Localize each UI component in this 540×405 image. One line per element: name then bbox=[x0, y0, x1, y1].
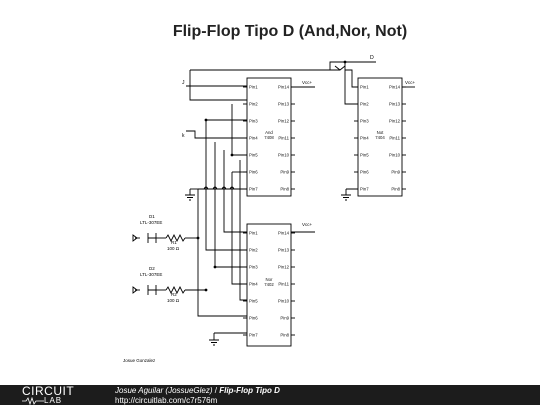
wiring bbox=[132, 61, 415, 346]
resistor-r2-value: 100 Ω bbox=[167, 298, 180, 303]
led-d2-part: LTL-307EE bbox=[140, 272, 162, 277]
not-chip-part: 7404 bbox=[375, 135, 385, 140]
not-chip-name: Not bbox=[377, 130, 384, 135]
input-j-label: J bbox=[182, 80, 185, 86]
and-chip-right-pin-label: Pin12 bbox=[278, 119, 290, 124]
not-chip-right-pin-label: Pin14 bbox=[389, 85, 401, 90]
and-chip-right-pin-label: Pin8 bbox=[280, 187, 289, 192]
and-chip-part: 7408 bbox=[264, 135, 274, 140]
vcc-label-nor: Vcc+ bbox=[302, 222, 313, 227]
not-chip-right-pin-label: Pin12 bbox=[389, 119, 401, 124]
nor-chip-right-pin-label: Pin11 bbox=[278, 282, 289, 287]
not-chip-left-pin-label: Pin4 bbox=[360, 136, 369, 141]
nor-chip-left-pin-label: Pin3 bbox=[249, 265, 258, 270]
and-chip-left-pin-label: Pin4 bbox=[249, 136, 258, 141]
and-chip-right-pin-label: Pin9 bbox=[280, 170, 289, 175]
resistor-r1-ref: R1 bbox=[171, 240, 177, 245]
nor-chip-left-pin-label: Pin2 bbox=[249, 248, 258, 253]
vcc-label-not: Vcc+ bbox=[405, 80, 416, 85]
waveform-icon bbox=[22, 397, 44, 405]
and-chip-name: And bbox=[265, 130, 273, 135]
not-chip-left-pin-label: Pin7 bbox=[360, 187, 369, 192]
nor-chip-right-pin-label: Pin14 bbox=[278, 231, 290, 236]
not-chip-right-pin-label: Pin11 bbox=[389, 136, 400, 141]
and-chip-right-pin-label: Pin11 bbox=[278, 136, 289, 141]
led-d2-ref: D2 bbox=[149, 266, 155, 271]
not-chip-right-pin-label: Pin8 bbox=[391, 187, 400, 192]
nor-chip-right-pin-label: Pin10 bbox=[278, 299, 290, 304]
input-d-label: D bbox=[370, 55, 374, 61]
footer-url-link[interactable]: http://circuitlab.com/c7r576m bbox=[115, 396, 218, 405]
nor-chip-right-pin-label: Pin9 bbox=[280, 316, 289, 321]
and-chip-left-pin-label: Pin7 bbox=[249, 187, 258, 192]
resistor-r1-value: 100 Ω bbox=[167, 246, 180, 251]
and-chip-left-pin-label: Pin2 bbox=[249, 102, 258, 107]
circuitlab-logo[interactable]: CIRCUIT LAB bbox=[22, 385, 92, 405]
footer-circuit-title[interactable]: Flip-Flop Tipo D bbox=[219, 386, 280, 395]
input-k-label: k bbox=[182, 133, 185, 139]
not-chip-right-pin-label: Pin13 bbox=[389, 102, 401, 107]
not-chip-left-pin-label: Pin1 bbox=[360, 85, 369, 90]
resistor-r2-ref: R2 bbox=[171, 292, 177, 297]
nor-chip-left-pin-label: Pin7 bbox=[249, 333, 258, 338]
not-chip-right-pin-label: Pin9 bbox=[391, 170, 400, 175]
junction-dots bbox=[196, 60, 347, 292]
vcc-label-and: Vcc+ bbox=[302, 80, 313, 85]
nor-chip-left-pin-label: Pin4 bbox=[249, 282, 258, 287]
footer-credit: Josue Aguilar (JossueGlez) / Flip-Flop T… bbox=[115, 386, 280, 395]
logo-text-top: CIRCUIT bbox=[22, 384, 75, 398]
logo-text-bottom: LAB bbox=[44, 396, 63, 405]
led-d1-part: LTL-307EE bbox=[140, 220, 162, 225]
author-signature: Josue Gonzalez bbox=[123, 358, 156, 363]
and-chip-left-pin-label: Pin6 bbox=[249, 170, 258, 175]
and-chip-left-pin-label: Pin1 bbox=[249, 85, 258, 90]
nor-chip-right-pin-label: Pin13 bbox=[278, 248, 290, 253]
not-chip-left-pin-label: Pin3 bbox=[360, 119, 369, 124]
and-chip-left-pin-label: Pin3 bbox=[249, 119, 258, 124]
footer-author-link[interactable]: Josue Aguilar (JossueGlez) bbox=[115, 386, 213, 395]
and-chip-right-pin-label: Pin14 bbox=[278, 85, 290, 90]
not-chip-left-pin-label: Pin6 bbox=[360, 170, 369, 175]
and-chip-right-pin-label: Pin13 bbox=[278, 102, 290, 107]
nor-chip-part: 7402 bbox=[264, 282, 274, 287]
nor-chip-right-pin-label: Pin8 bbox=[280, 333, 289, 338]
page-title: Flip-Flop Tipo D (And,Nor, Not) bbox=[173, 23, 407, 40]
nor-chip-name: Nor bbox=[266, 277, 273, 282]
and-chip-left-pin-label: Pin5 bbox=[249, 153, 258, 158]
nor-chip-left-pin-label: Pin6 bbox=[249, 316, 258, 321]
led-d1-ref: D1 bbox=[149, 214, 155, 219]
schematic-canvas: Flip-Flop Tipo D (And,Nor, Not) J k D An… bbox=[123, 23, 416, 363]
not-chip-left-pin-label: Pin5 bbox=[360, 153, 369, 158]
nor-chip-left-pin-label: Pin5 bbox=[249, 299, 258, 304]
not-chip-left-pin-label: Pin2 bbox=[360, 102, 369, 107]
and-chip-right-pin-label: Pin10 bbox=[278, 153, 290, 158]
nor-chip-right-pin-label: Pin12 bbox=[278, 265, 290, 270]
footer-separator: / bbox=[212, 386, 220, 395]
nor-chip-left-pin-label: Pin1 bbox=[249, 231, 258, 236]
footer-bar: CIRCUIT LAB Josue Aguilar (JossueGlez) /… bbox=[0, 385, 540, 405]
not-chip-right-pin-label: Pin10 bbox=[389, 153, 401, 158]
